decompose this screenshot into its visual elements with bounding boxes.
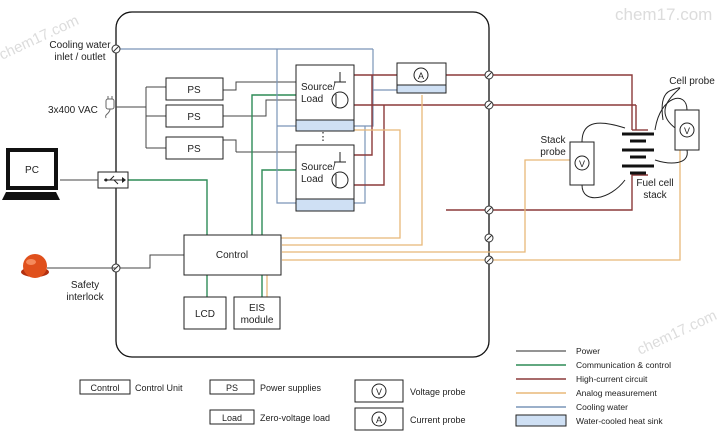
legend-symbols: Control Control Unit PS Power supplies L… (79, 379, 466, 431)
ps-2-label: PS (187, 112, 201, 123)
power-wires (116, 81, 296, 269)
legend-heatsink-text: Water-cooled heat sink (576, 416, 663, 426)
comm-wires (128, 94, 296, 297)
legend-control-symbol: Control (90, 383, 119, 393)
usb-icon (97, 171, 129, 189)
legend-heatsink-swatch (515, 414, 567, 427)
legend-line-power-text: Power (576, 346, 600, 356)
source-load-1-label-b: Load (301, 94, 323, 105)
lcd-label: LCD (195, 309, 215, 320)
legend-voltage-text: Voltage probe (410, 387, 466, 397)
legend-ps-symbol: PS (226, 383, 238, 393)
probe-wires (581, 87, 688, 199)
watermark-top: chem17.com (615, 5, 712, 24)
cell-probe-label: Cell probe (669, 76, 715, 87)
analog-wires (266, 95, 681, 297)
source-load-1: Source/ Load (295, 64, 355, 132)
ps-box-2: PS (165, 104, 224, 128)
legend-ps-text: Power supplies (260, 383, 322, 393)
legend-voltage-symbol: V (376, 387, 382, 397)
fuel-cell-label-1: Fuel cell (636, 178, 673, 189)
source-load-2-label-a: Source/ (301, 162, 336, 173)
control-label: Control (216, 250, 248, 261)
ammeter-box: A (396, 62, 447, 94)
safety-label-2: interlock (66, 292, 104, 303)
safety-label-1: Safety (71, 280, 99, 291)
legend-current-symbol: A (376, 415, 382, 425)
transistor-icon (331, 91, 349, 109)
eis-label-2: module (241, 315, 274, 326)
cell-voltmeter-label: V (684, 126, 690, 136)
plug-icon (105, 96, 115, 119)
connectors (111, 44, 494, 273)
source-load-2: Source/ Load (295, 144, 355, 212)
legend-ammeter-icon (371, 411, 387, 427)
watermark-right: chem17.com (635, 307, 720, 359)
transistor-icon-2 (331, 171, 349, 189)
legend-load-text: Zero-voltage load (260, 413, 330, 423)
stack-probe-label-1: Stack (540, 135, 566, 146)
eis-label-1: EIS (249, 303, 265, 314)
pc-label: PC (25, 165, 39, 176)
ammeter-icon (413, 67, 429, 83)
cooling-water-label-1: Cooling water (49, 40, 111, 51)
pc-monitor-icon (2, 148, 60, 200)
stack-probe-label-2: probe (540, 147, 566, 158)
legend-line-comm-text: Communication & control (576, 360, 671, 370)
vac-label: 3x400 VAC (48, 105, 98, 116)
legend-current-text: Current probe (410, 415, 466, 425)
cell-probe: V (674, 109, 700, 151)
safety-button-icon (21, 254, 49, 278)
cooling-water-label-2: inlet / outlet (54, 52, 105, 63)
ammeter-label: A (418, 71, 424, 81)
ps-box-3: PS (165, 136, 224, 160)
cell-voltmeter-icon (679, 122, 695, 138)
stack-probe: V (569, 141, 595, 186)
control-box: Control (183, 234, 282, 276)
fuel-cell-stack-icon (622, 132, 654, 175)
lcd-box: LCD (183, 296, 227, 330)
ps-box-1: PS (165, 77, 224, 101)
stack-voltmeter-icon (574, 155, 590, 171)
legend-lines: Power Communication & control High-curre… (515, 346, 671, 427)
ps-1-label: PS (187, 85, 201, 96)
source-load-2-label-b: Load (301, 174, 323, 185)
ellipsis-marker: ⋮ (318, 131, 329, 143)
legend-line-cooling-text: Cooling water (576, 402, 628, 412)
high-current-wires (354, 74, 648, 211)
cooling-wires (116, 48, 397, 204)
stack-voltmeter-label: V (579, 159, 585, 169)
eis-box: EIS module (233, 296, 281, 330)
source-load-1-label-a: Source/ (301, 82, 336, 93)
legend-load-symbol: Load (222, 413, 242, 423)
fuel-cell-label-2: stack (643, 190, 667, 201)
legend-control-text: Control Unit (135, 383, 183, 393)
ps-3-label: PS (187, 144, 201, 155)
legend-line-analog-text: Analog measurement (576, 388, 657, 398)
legend-line-highcurrent-text: High-current circuit (576, 374, 648, 384)
legend-voltmeter-icon (371, 383, 387, 399)
